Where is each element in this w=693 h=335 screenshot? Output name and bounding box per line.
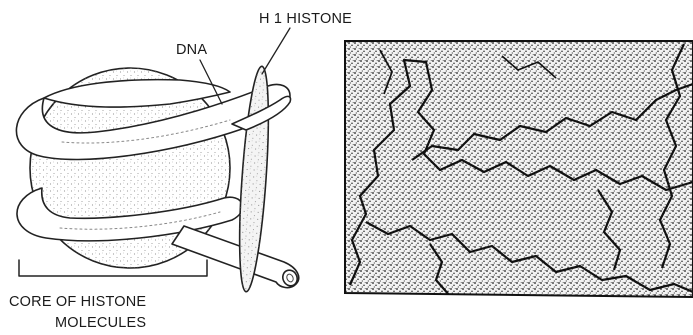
h1-histone-label: H 1 HISTONE: [259, 12, 352, 27]
dna-tail: [172, 226, 299, 288]
dna-label: DNA: [176, 43, 207, 58]
core-label-line1: CORE OF HISTONE: [9, 295, 146, 310]
h1-pointer: [262, 28, 290, 74]
nucleosome-illustration: [16, 28, 299, 293]
core-label-line2: MOLECULES: [55, 316, 146, 331]
electron-micrograph: [345, 41, 693, 297]
